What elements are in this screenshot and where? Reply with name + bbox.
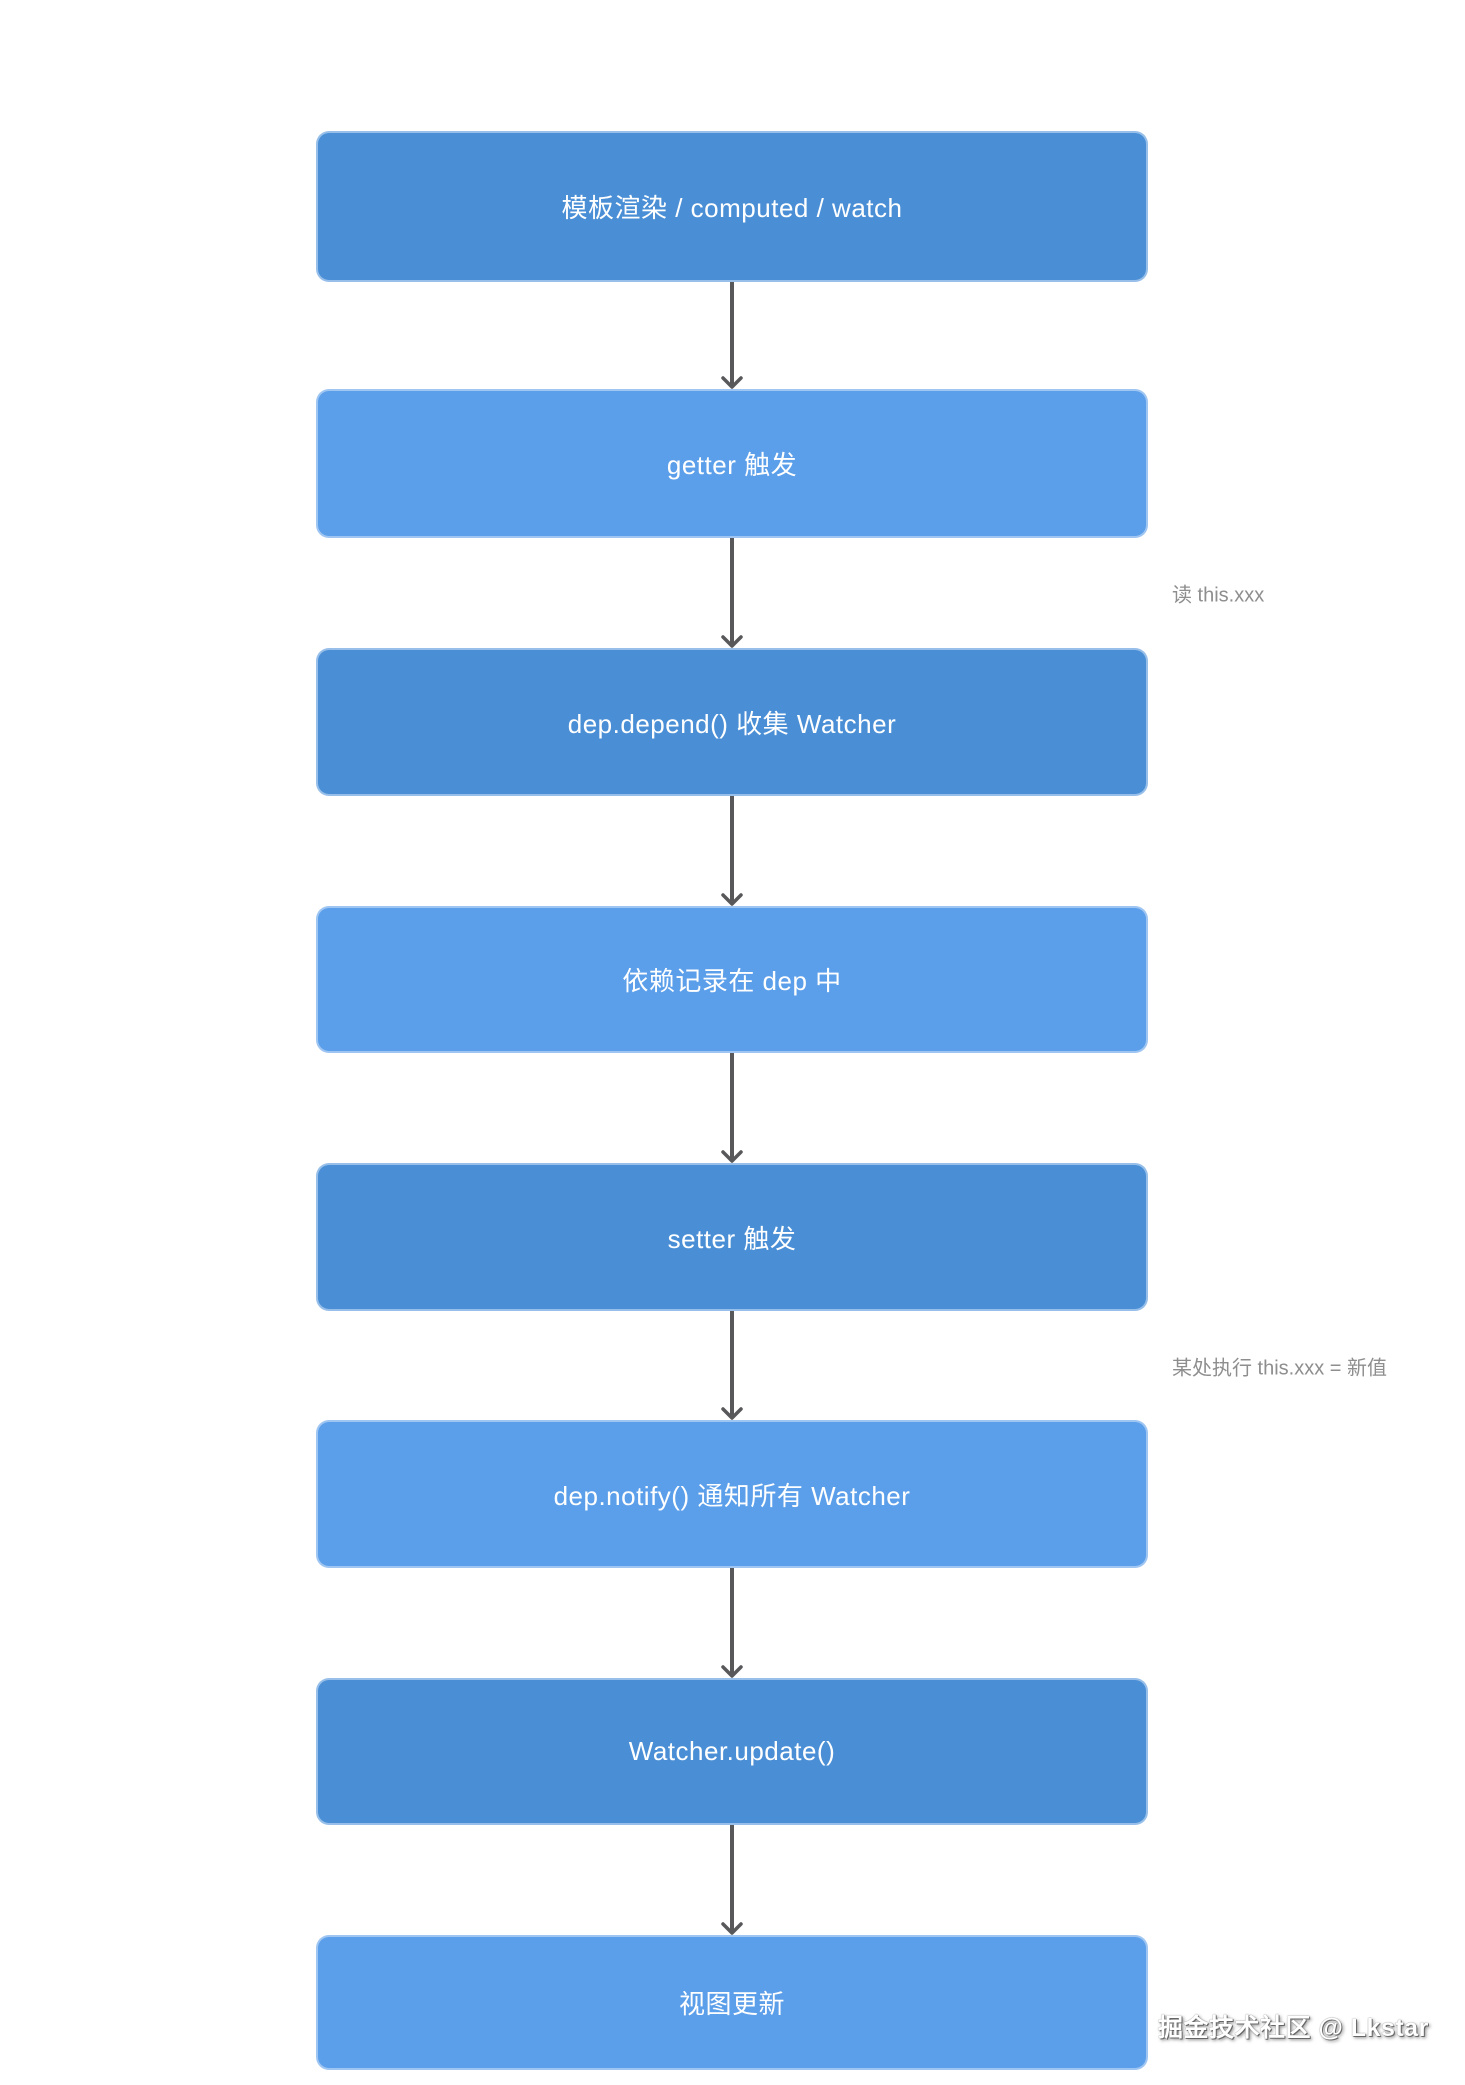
flow-node: getter 触发 xyxy=(316,389,1148,538)
flow-node-label: dep.notify() 通知所有 Watcher xyxy=(553,1480,911,1511)
flow-connector-arrow xyxy=(719,1311,745,1420)
flow-connector-arrow xyxy=(719,282,745,389)
flow-connector-arrow xyxy=(719,796,745,906)
flow-node-label: getter 触发 xyxy=(666,450,798,480)
flow-node: dep.notify() 通知所有 Watcher xyxy=(316,1420,1148,1568)
flow-node-label: 模板渲染 / computed / watch xyxy=(561,193,903,223)
flow-node: 视图更新 xyxy=(316,1935,1148,2070)
flow-node-label: Watcher.update() xyxy=(628,1736,836,1766)
flow-connector-arrow xyxy=(719,538,745,648)
flow-node: dep.depend() 收集 Watcher xyxy=(316,648,1148,796)
watermark: 掘金技术社区 @ Lkstar xyxy=(1158,2014,1429,2042)
flow-node: setter 触发 xyxy=(316,1163,1148,1311)
flow-connector-arrow xyxy=(719,1053,745,1163)
flow-node-label: setter 触发 xyxy=(667,1223,797,1254)
flow-node: 模板渲染 / computed / watch xyxy=(316,131,1148,282)
flow-node: Watcher.update() xyxy=(316,1678,1148,1825)
flow-connector-arrow xyxy=(719,1825,745,1935)
flow-node-label: dep.depend() 收集 Watcher xyxy=(567,708,897,739)
flow-node-label: 视图更新 xyxy=(678,1989,785,2019)
flow-connector-arrow xyxy=(719,1568,745,1678)
flow-node-label: 依赖记录在 dep 中 xyxy=(622,966,842,996)
flow-node: 依赖记录在 dep 中 xyxy=(316,906,1148,1053)
flow-annotation: 某处执行 this.xxx = 新值 xyxy=(1172,1357,1388,1379)
flow-annotation: 读 this.xxx xyxy=(1172,584,1265,607)
